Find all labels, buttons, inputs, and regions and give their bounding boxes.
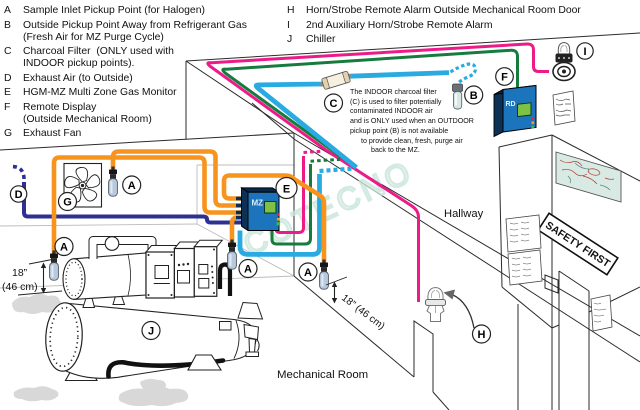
exhaust-tube-dashed xyxy=(11,164,26,180)
svg-text:I: I xyxy=(583,46,586,58)
hallway-far-wall xyxy=(498,134,640,410)
svg-text:J: J xyxy=(148,326,154,338)
mz-gas-monitor: MZ xyxy=(236,186,281,232)
svg-text:E: E xyxy=(283,183,290,195)
svg-text:G: G xyxy=(63,197,72,209)
chiller-end-fittings xyxy=(243,323,260,357)
wall-papers-left xyxy=(505,214,543,286)
sample-tubes-orange xyxy=(51,149,327,263)
mechanical-room-door xyxy=(413,320,434,392)
svg-text:H: H xyxy=(478,329,486,341)
dimension-right-label: 18” (46 cm) xyxy=(339,293,386,333)
pickup-probe-a1 xyxy=(108,166,118,197)
chiller-compressor-cylinder xyxy=(62,252,147,300)
svg-text:A: A xyxy=(304,267,312,279)
marker-j: J xyxy=(141,320,161,341)
marker-e: E xyxy=(275,176,298,200)
svg-text:A: A xyxy=(244,264,252,276)
display-tube-green xyxy=(221,48,519,246)
marker-c: C xyxy=(323,93,344,113)
rd-remote-display: RD xyxy=(493,84,537,138)
right-wall-bottom-edge xyxy=(293,275,415,378)
h-callout-arrow xyxy=(443,289,475,329)
marker-a4: A xyxy=(238,258,258,279)
wall-poster xyxy=(555,151,622,203)
ceiling-top-edge xyxy=(185,32,640,62)
marker-a3: A xyxy=(54,236,74,257)
rd-label: RD xyxy=(506,101,516,108)
marker-d: D xyxy=(9,185,28,203)
safety-sign-text: SAFETY FIRST xyxy=(543,219,612,270)
purge-tube-cyan xyxy=(237,62,477,257)
tubing xyxy=(11,42,549,302)
dimension-right xyxy=(325,276,348,304)
pickup-probe-a3 xyxy=(49,250,59,281)
rd-wall-notice xyxy=(552,90,576,126)
svg-text:D: D xyxy=(15,189,23,201)
dimensions xyxy=(17,259,348,304)
floor-smudges xyxy=(12,293,189,407)
outside-pickup-probe-b xyxy=(452,83,463,110)
svg-text:B: B xyxy=(470,90,478,102)
svg-text:F: F xyxy=(501,72,508,84)
safety-first-sign: SAFETY FIRST xyxy=(537,212,619,276)
chiller-foot-right xyxy=(187,354,222,371)
marker-a1: A xyxy=(122,175,142,195)
chiller xyxy=(12,236,264,407)
exhaust-tube xyxy=(22,182,242,225)
chiller-control-panels xyxy=(144,239,224,299)
dimension-left-label-cm: (46 cm) xyxy=(2,281,38,293)
callout-markers: A A A A B C D E xyxy=(9,42,594,344)
horn-strobe-i xyxy=(552,41,576,82)
marker-i: I xyxy=(576,42,594,60)
mz-label: MZ xyxy=(252,199,264,208)
marker-f: F xyxy=(495,67,514,86)
svg-text:A: A xyxy=(128,180,136,192)
svg-text:A: A xyxy=(60,242,68,254)
svg-text:C: C xyxy=(330,98,338,110)
pickup-probe-a4 xyxy=(227,239,237,270)
marker-h: H xyxy=(471,324,492,344)
chiller-saddle-1 xyxy=(82,297,96,308)
marker-a2: A xyxy=(298,262,318,282)
wall-papers-left-lines xyxy=(509,221,532,278)
marker-b: B xyxy=(464,85,484,105)
chiller-elbow-pipe xyxy=(217,262,233,296)
horn-strobe-h xyxy=(425,286,446,322)
dimension-left xyxy=(17,259,63,296)
left-wall-top-edge xyxy=(0,132,295,151)
chiller-saddle-3 xyxy=(237,301,264,320)
dimension-left-label-inches: 18” xyxy=(12,267,28,279)
wall-paper-right xyxy=(590,294,613,332)
marker-g: G xyxy=(57,191,78,212)
right-wall-bottom-edge2 xyxy=(432,391,450,410)
charcoal-filter xyxy=(319,71,353,90)
